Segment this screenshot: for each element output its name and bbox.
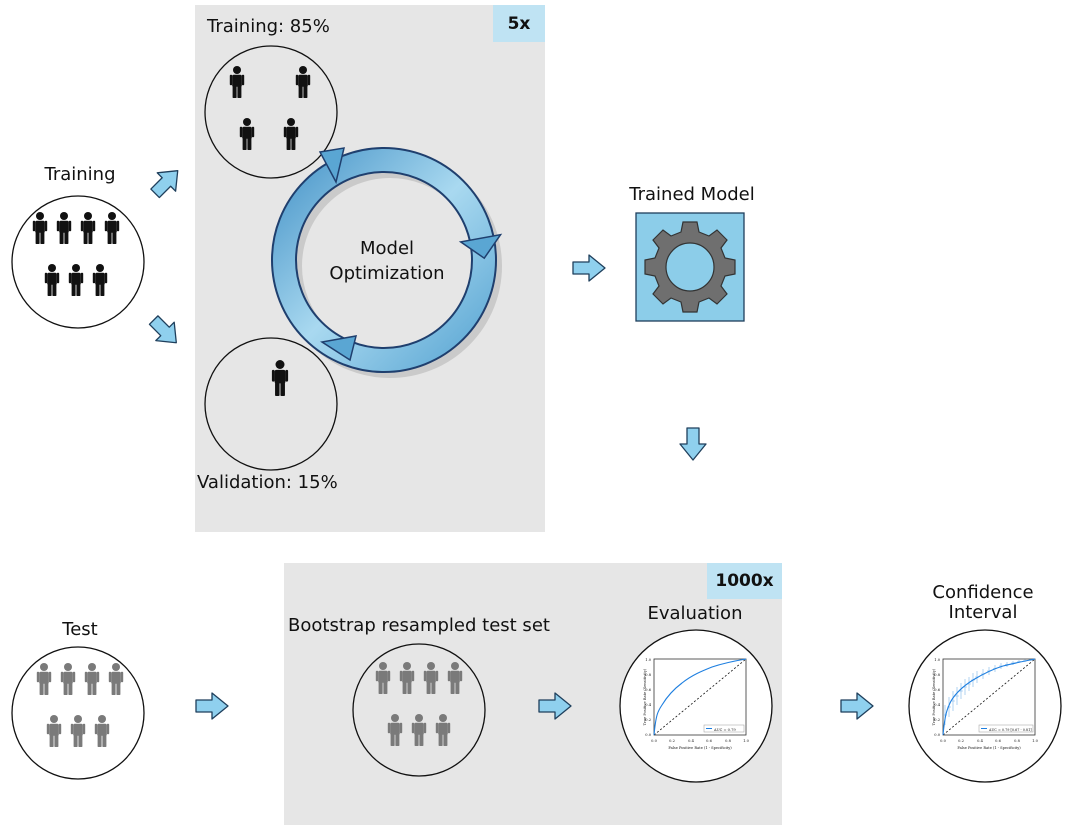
roc-plot-small <box>653 658 747 736</box>
repeat-badge-1000x: 1000x <box>707 563 782 599</box>
roc-small-xlabel: False Positive Rate (1 - Specificity) <box>668 746 732 750</box>
test-label: Test <box>62 619 98 640</box>
optimization-label-line1: Model <box>359 238 415 259</box>
svg-text:0.6: 0.6 <box>645 688 651 692</box>
roc-ci-ticks: 0.0 0.2 0.4 0.6 0.8 1.0 0.0 0.2 0.4 0.6 … <box>934 658 1038 743</box>
evaluation-roc-circle: AUC = 0.79 False Positive Rate (1 - Spec… <box>619 629 773 783</box>
training-population-circle <box>11 195 145 329</box>
training-label: Training <box>44 164 116 185</box>
svg-text:0.0: 0.0 <box>940 739 946 743</box>
svg-text:0.2: 0.2 <box>645 718 651 722</box>
svg-text:0.4: 0.4 <box>934 703 940 707</box>
svg-text:0.4: 0.4 <box>977 739 983 743</box>
bootstrap-sample-circle <box>352 643 486 777</box>
arrow-right-icon <box>840 692 874 720</box>
svg-text:0.2: 0.2 <box>669 739 675 743</box>
validation-split-circle <box>204 337 338 471</box>
arrow-right-icon <box>572 254 606 282</box>
confidence-interval-roc-circle: AUC = 0.79 [0.67 - 0.81] False Positive … <box>908 629 1062 783</box>
roc-plot-ci <box>942 658 1036 736</box>
roc-small-ylabel: True Positive Rate (Sensitivity) <box>643 668 647 725</box>
roc-ci-xlabel: False Positive Rate (1 - Specificity) <box>957 746 1021 750</box>
arrow-down-right-icon <box>148 315 177 344</box>
test-population-circle <box>11 646 145 780</box>
arrow-right-icon <box>538 692 572 720</box>
roc-ci-legend: AUC = 0.79 [0.67 - 0.81] <box>988 728 1032 732</box>
evaluation-label: Evaluation <box>647 603 743 624</box>
svg-text:0.4: 0.4 <box>688 739 694 743</box>
svg-text:0.8: 0.8 <box>1014 739 1020 743</box>
svg-text:0.8: 0.8 <box>934 673 940 677</box>
svg-text:1.0: 1.0 <box>1032 739 1038 743</box>
svg-text:0.6: 0.6 <box>934 688 940 692</box>
optimization-label-line2: Optimization <box>329 263 445 284</box>
roc-ci-ylabel: True Positive Rate (Sensitivity) <box>932 668 936 725</box>
arrow-right-icon <box>195 692 229 720</box>
svg-text:0.0: 0.0 <box>651 739 657 743</box>
optimization-label: Model Optimization <box>322 236 452 286</box>
roc-small-legend: AUC = 0.79 <box>713 728 736 732</box>
arrow-down-icon <box>679 427 707 461</box>
svg-text:1.0: 1.0 <box>743 739 749 743</box>
bootstrap-label: Bootstrap resampled test set <box>288 615 550 636</box>
svg-text:0.2: 0.2 <box>934 718 940 722</box>
repeat-badge-5x: 5x <box>493 5 545 42</box>
svg-text:0.0: 0.0 <box>934 733 940 737</box>
svg-text:0.4: 0.4 <box>645 703 651 707</box>
validation-split-label: Validation: 15% <box>197 472 338 493</box>
optimization-cycle-icon <box>271 147 503 378</box>
svg-text:0.8: 0.8 <box>725 739 731 743</box>
training-split-label: Training: 85% <box>207 16 330 37</box>
svg-text:0.0: 0.0 <box>645 733 651 737</box>
gear-icon <box>635 212 745 322</box>
trained-model-label: Trained Model <box>629 184 755 205</box>
arrow-up-right-icon <box>150 170 179 199</box>
svg-text:0.6: 0.6 <box>995 739 1001 743</box>
roc-small-ticks: 0.0 0.2 0.4 0.6 0.8 1.0 0.0 0.2 0.4 0.6 … <box>645 658 749 743</box>
svg-text:1.0: 1.0 <box>645 658 651 662</box>
ci-label-line1: Confidence <box>932 582 1034 603</box>
svg-text:1.0: 1.0 <box>934 658 940 662</box>
ci-label-line2: Interval <box>948 602 1018 623</box>
training-split-circle <box>204 45 338 179</box>
svg-text:0.8: 0.8 <box>645 673 651 677</box>
confidence-interval-label: Confidence Interval <box>908 583 1058 623</box>
svg-text:0.6: 0.6 <box>706 739 712 743</box>
svg-text:0.2: 0.2 <box>958 739 964 743</box>
